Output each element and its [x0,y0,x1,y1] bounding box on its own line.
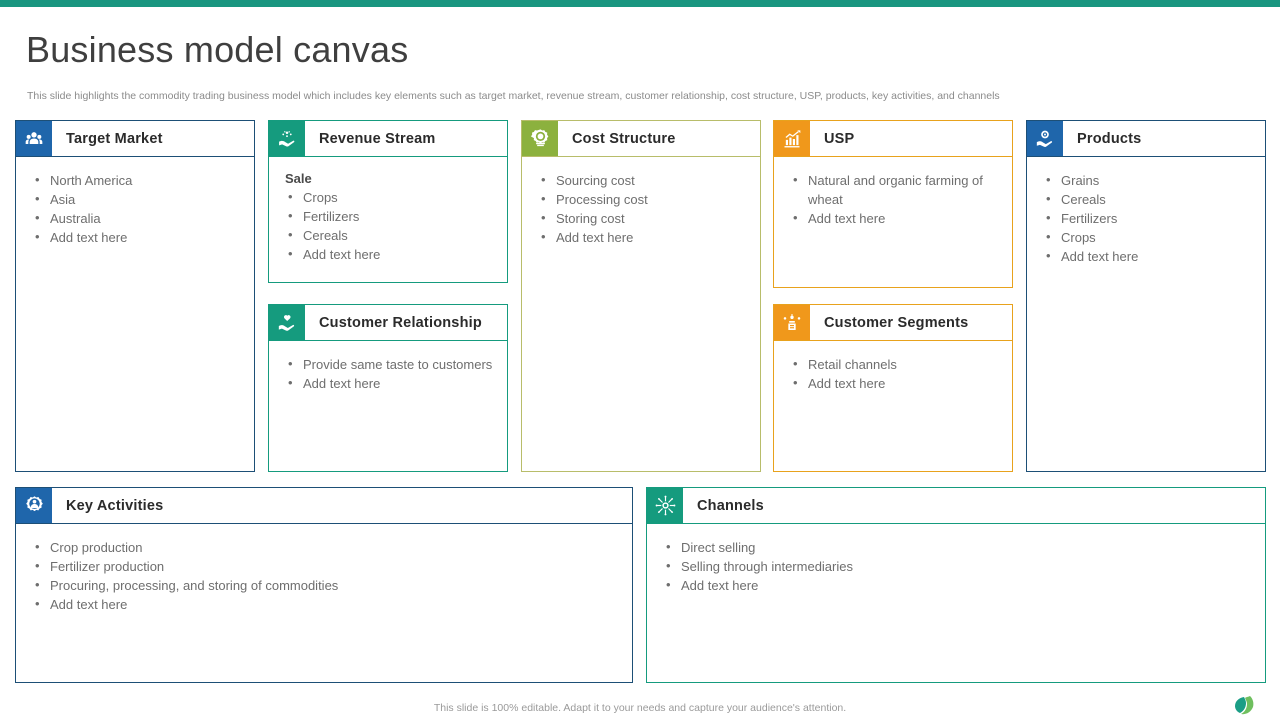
list-item: Selling through intermediaries [661,556,1255,576]
list-item: Asia [30,189,244,209]
card-customer-segments[interactable]: Customer Segments Retail channels Add te… [773,304,1013,472]
card-body: Sale Crops Fertilizers Cereals Add text … [269,157,507,274]
card-title: USP [824,130,855,147]
list-item: Fertilizers [283,206,497,226]
list-item: Natural and organic farming of wheat [788,170,1002,209]
card-header: USP [774,121,1012,157]
card-customer-relationship[interactable]: Customer Relationship Provide same taste… [268,304,508,472]
bullet-list: Direct selling Selling through intermedi… [661,537,1255,595]
list-item: Add text here [30,227,244,247]
list-item: Fertilizers [1041,208,1255,228]
bullet-list: Retail channels Add text here [788,354,1002,393]
bullet-list: Crops Fertilizers Cereals Add text here [283,187,497,264]
card-revenue-stream[interactable]: Revenue Stream Sale Crops Fertilizers Ce… [268,120,508,283]
card-body: Sourcing cost Processing cost Storing co… [522,157,760,257]
list-item: Crops [1041,227,1255,247]
list-item: Add text here [788,208,1002,228]
list-item: Add text here [30,594,622,614]
hand-product-icon [1027,121,1063,156]
card-header: Key Activities [16,488,632,524]
people-group-icon [16,121,52,156]
growth-chart-icon [774,121,810,156]
card-products[interactable]: Products Grains Cereals Fertilizers Crop… [1026,120,1266,472]
card-title: Key Activities [66,497,164,514]
card-title: Products [1077,130,1142,147]
card-title: Customer Relationship [319,314,482,331]
list-item: Add text here [1041,246,1255,266]
card-key-activities[interactable]: Key Activities Crop production Fertilize… [15,487,633,683]
card-title: Revenue Stream [319,130,436,147]
card-header: Customer Relationship [269,305,507,341]
list-item: Add text here [661,575,1255,595]
list-item: Retail channels [788,354,1002,374]
card-header: Cost Structure [522,121,760,157]
list-item: Cereals [1041,189,1255,209]
card-title: Target Market [66,130,163,147]
page-subtitle: This slide highlights the commodity trad… [27,90,1000,102]
list-item: Processing cost [536,189,750,209]
list-item: Cereals [283,225,497,245]
list-item: Provide same taste to customers [283,354,497,374]
list-item: Direct selling [661,537,1255,557]
card-body: Grains Cereals Fertilizers Crops Add tex… [1027,157,1265,276]
list-item: Add text here [788,373,1002,393]
list-item: Grains [1041,170,1255,190]
card-header: Products [1027,121,1265,157]
bullet-list: Provide same taste to customers Add text… [283,354,497,393]
hand-money-icon [269,121,305,156]
brand-logo [1222,694,1266,716]
card-channels[interactable]: Channels Direct selling Selling through … [646,487,1266,683]
list-item: Sourcing cost [536,170,750,190]
card-target-market[interactable]: Target Market North America Asia Austral… [15,120,255,472]
card-header: Customer Segments [774,305,1012,341]
card-usp[interactable]: USP Natural and organic farming of wheat… [773,120,1013,288]
card-title: Channels [697,497,764,514]
card-header: Revenue Stream [269,121,507,157]
footer-note: This slide is 100% editable. Adapt it to… [433,702,847,714]
card-body: North America Asia Australia Add text he… [16,157,254,257]
gear-person-icon [16,488,52,523]
card-title: Cost Structure [572,130,676,147]
bullet-list: Natural and organic farming of wheat Add… [788,170,1002,228]
bullet-list: Sourcing cost Processing cost Storing co… [536,170,750,247]
list-item: Add text here [536,227,750,247]
bullet-list: North America Asia Australia Add text he… [30,170,244,247]
revenue-sub-label: Sale [285,171,312,186]
card-header: Channels [647,488,1265,524]
list-item: Storing cost [536,208,750,228]
list-item: Fertilizer production [30,556,622,576]
page-title: Business model canvas [26,29,409,70]
card-body: Retail channels Add text here [774,341,1012,403]
card-body: Natural and organic farming of wheat Add… [774,157,1012,238]
card-title: Customer Segments [824,314,969,331]
card-header: Target Market [16,121,254,157]
list-item: Add text here [283,373,497,393]
list-item: Procuring, processing, and storing of co… [30,575,622,595]
list-item: Crop production [30,537,622,557]
card-body: Provide same taste to customers Add text… [269,341,507,403]
network-hub-icon [647,488,683,523]
hand-heart-icon [269,305,305,340]
card-body: Crop production Fertilizer production Pr… [16,524,632,624]
gear-coin-icon [522,121,558,156]
segments-icon [774,305,810,340]
bullet-list: Crop production Fertilizer production Pr… [30,537,622,614]
list-item: Australia [30,208,244,228]
card-cost-structure[interactable]: Cost Structure Sourcing cost Processing … [521,120,761,472]
bullet-list: Grains Cereals Fertilizers Crops Add tex… [1041,170,1255,266]
list-item: North America [30,170,244,190]
card-body: Direct selling Selling through intermedi… [647,524,1265,605]
list-item: Add text here [283,244,497,264]
list-item: Crops [283,187,497,207]
top-accent-bar [0,0,1280,7]
